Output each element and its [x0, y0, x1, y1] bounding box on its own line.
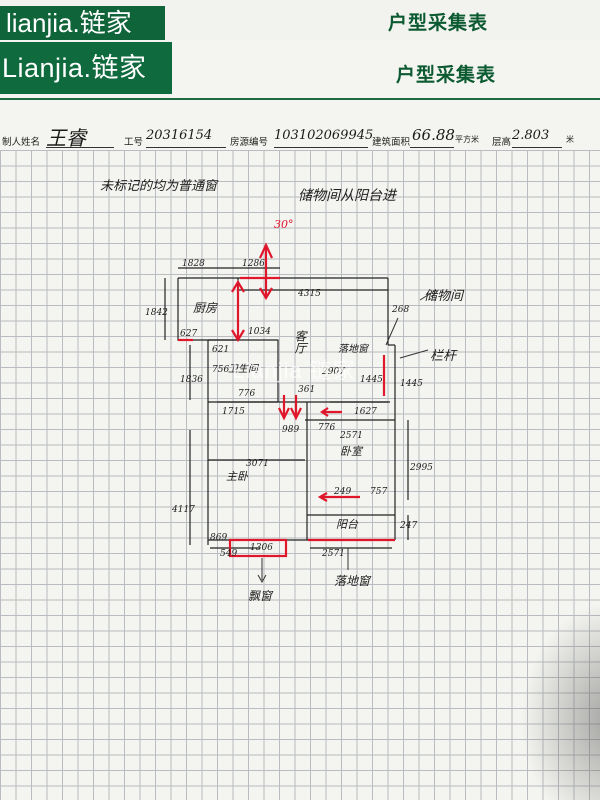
house-label: 房源编号 — [230, 137, 269, 148]
dim-757: 757 — [370, 487, 387, 497]
id-value: 20316154 — [146, 128, 213, 143]
maker-label: 制人姓名 — [2, 137, 41, 148]
room-bath: 卫生间 — [228, 363, 260, 375]
room-balcony: 阳台 — [336, 518, 359, 531]
back-logo: lianjia.链家 — [0, 6, 165, 40]
dim-1828: 1828 — [182, 259, 205, 269]
note-right: 储物间从阳台进 — [298, 188, 398, 204]
dim-1836: 1836 — [180, 375, 203, 385]
area-unit: 平方米 — [455, 135, 479, 144]
dim-2907: 2907 — [321, 367, 345, 377]
form-title: 户型采集表 — [396, 64, 497, 86]
dim-869: 869 — [210, 533, 227, 543]
watermark: Lianjia 链家 — [232, 358, 356, 383]
window-right-label: 落地窗 — [338, 343, 370, 355]
window-bottom-right-label: 落地窗 — [334, 574, 372, 588]
area-value: 66.88 — [412, 126, 455, 144]
dim-627: 627 — [180, 329, 197, 339]
id-label: 工号 — [124, 137, 144, 148]
storage-label: 储物间 — [424, 289, 465, 304]
room-living: 客厅 — [292, 330, 307, 354]
railing-label: 栏杆 — [430, 349, 458, 364]
dim-756: 756 — [212, 365, 229, 375]
dim-2571b: 2571 — [321, 549, 345, 559]
dim-3071: 3071 — [246, 459, 269, 469]
dim-549: 549 — [220, 549, 237, 559]
dim-989: 989 — [282, 425, 299, 435]
dim-1445a: 1445 — [360, 375, 383, 385]
maker-value: 王睿 — [46, 126, 86, 150]
dim-1286: 1286 — [242, 259, 265, 269]
dim-776a: 776 — [238, 389, 255, 399]
note-left: 未标记的均为普通窗 — [100, 179, 219, 194]
form-sheet: Lianjia.链家 户型采集表 制人姓名 王睿 工号 20316154 房源编… — [0, 40, 600, 800]
dim-268: 268 — [391, 305, 409, 315]
dim-621: 621 — [212, 345, 229, 355]
dim-1034: 1034 — [248, 327, 271, 337]
room-kitchen: 厨房 — [193, 301, 218, 315]
dim-2995: 2995 — [409, 463, 433, 473]
window-bottom-label: 飘窗 — [248, 589, 274, 603]
room-bedroom: 卧室 — [340, 445, 364, 458]
dim-4117: 4117 — [171, 505, 195, 515]
dim-4315: 4315 — [297, 289, 321, 299]
back-sheet: lianjia.链家 户型采集表 — [0, 0, 600, 40]
dim-2571: 2571 — [339, 431, 363, 441]
dim-1715: 1715 — [222, 407, 245, 417]
dim-1627: 1627 — [354, 407, 377, 417]
height-unit: 米 — [566, 135, 574, 144]
dim-249: 249 — [333, 487, 351, 497]
dim-1306: 1306 — [250, 543, 273, 553]
red-markings — [178, 242, 395, 558]
dim-776b: 776 — [318, 423, 335, 433]
area-label: 建筑面积 — [372, 137, 411, 148]
back-title: 户型采集表 — [388, 12, 489, 34]
dim-1842: 1842 — [145, 308, 168, 318]
dim-361: 361 — [298, 385, 315, 395]
height-label: 层高 — [492, 137, 512, 148]
dim-1445b: 1445 — [400, 379, 423, 389]
height-value: 2.803 — [512, 128, 550, 143]
dim-247: 247 — [399, 521, 417, 531]
info-fields: 制人姓名 王睿 工号 20316154 房源编号 103102069945 建筑… — [0, 126, 600, 150]
brand-logo: Lianjia.链家 — [0, 42, 172, 94]
header-rule — [0, 98, 600, 100]
angle-note: 30° — [274, 218, 294, 231]
room-bedroom-main: 主卧 — [226, 470, 249, 483]
graph-paper — [0, 150, 600, 800]
house-value: 103102069945 — [274, 128, 374, 143]
